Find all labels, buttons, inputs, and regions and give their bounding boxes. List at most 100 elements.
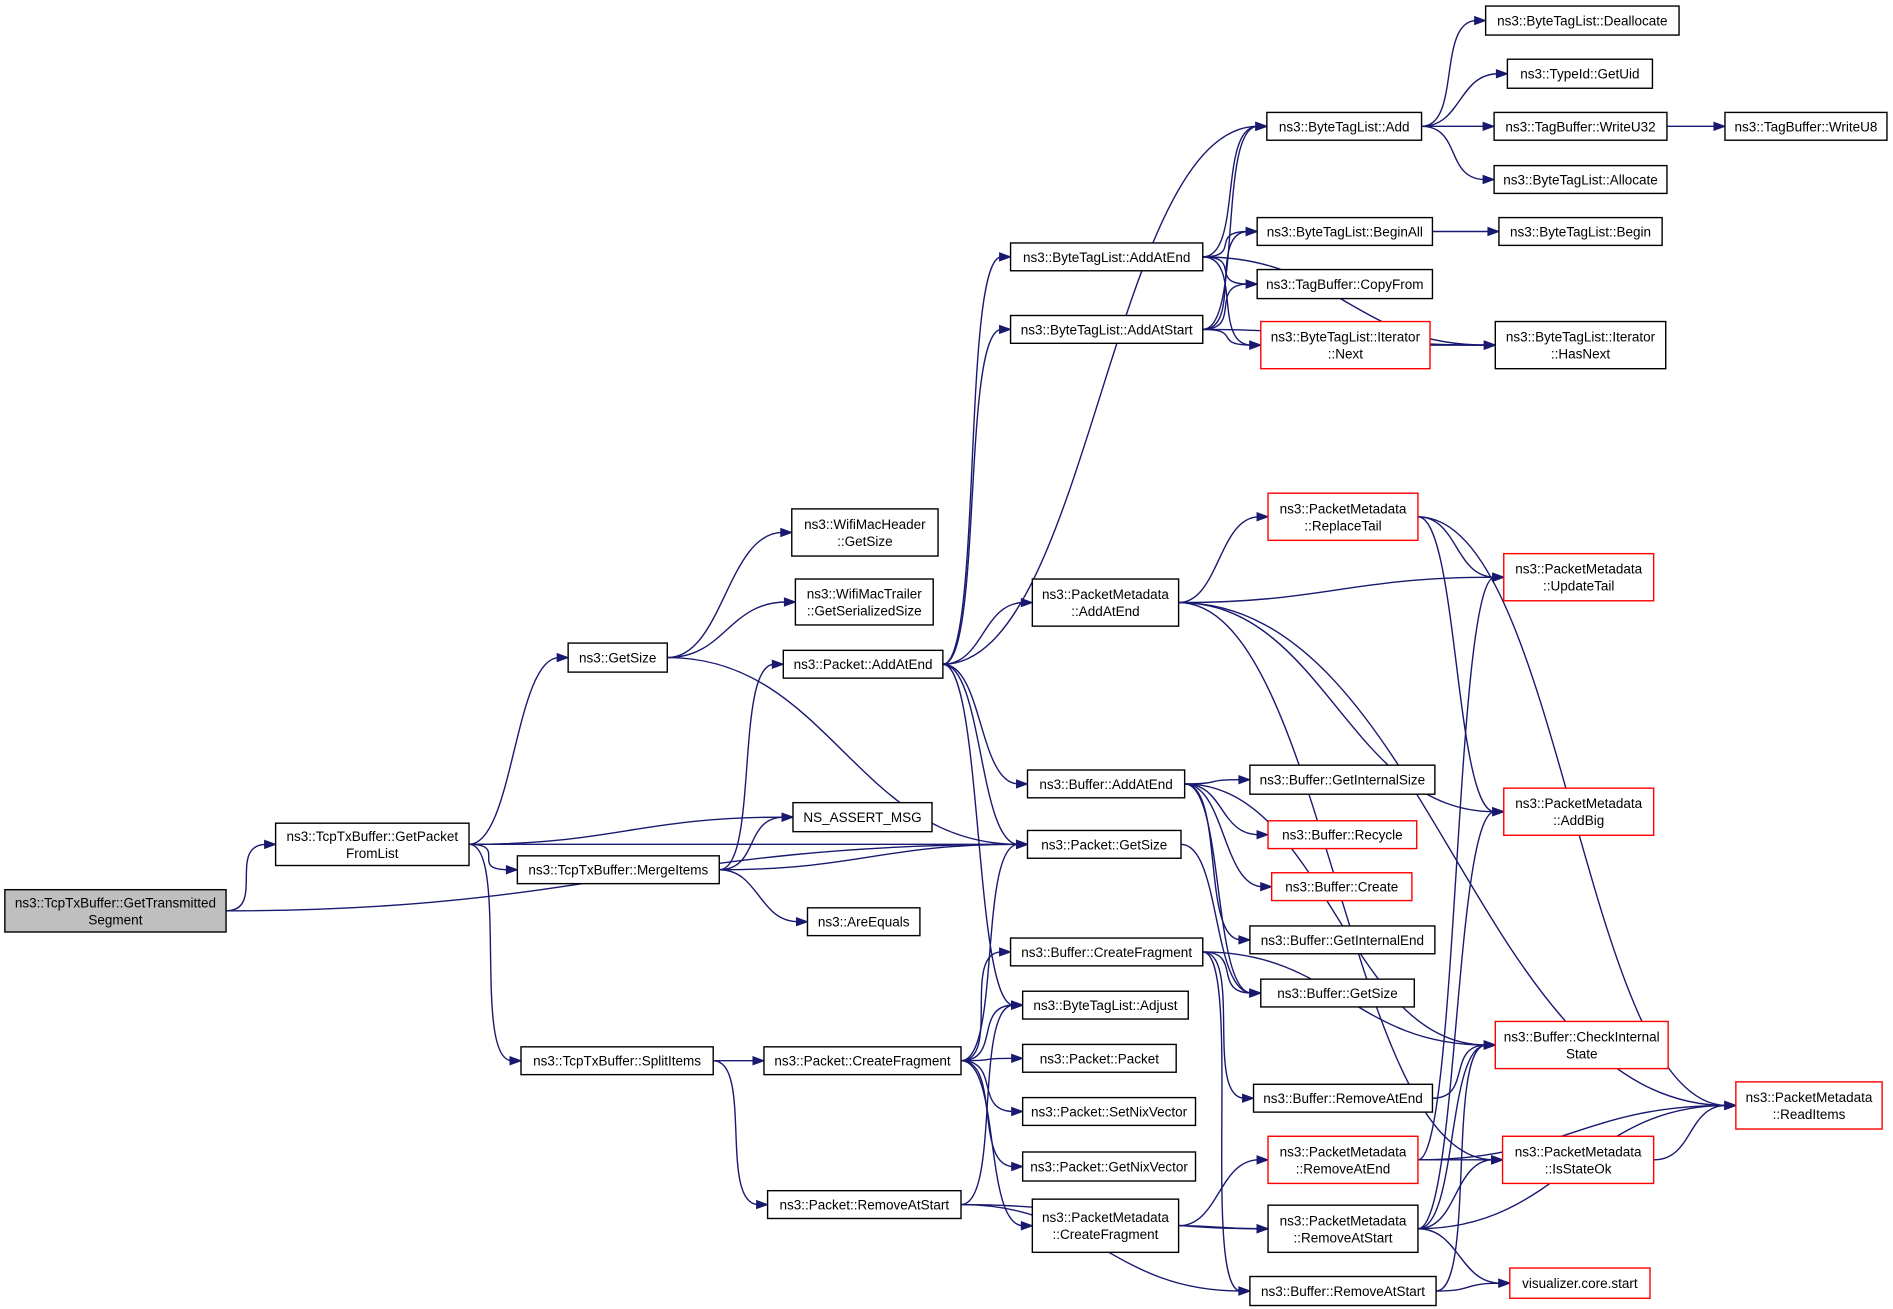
edge-pmremoveatend-to-pmupdatetail [1417, 576, 1495, 1161]
node-packetpacket-box [1021, 1043, 1177, 1073]
arrowhead-btladdatstart-to-btliternext [1249, 340, 1263, 350]
node-wifimactrailer-label-0: ns3::WifiMacTrailer [807, 586, 923, 601]
edge-bufferremoveatstart-to-buffercheckinternal [1435, 1044, 1487, 1292]
arrowhead-packetremoveatstart-to-btladjust [1011, 1000, 1025, 1010]
node-pmupdatetail-label-1: ::UpdateTail [1543, 579, 1614, 594]
node-visualizerstart[interactable]: visualizer.core.start [1509, 1267, 1651, 1299]
arrowhead-btlbeginall-to-btlbegin [1487, 226, 1501, 237]
node-pmreaditems-label-0: ns3::PacketMetadata [1746, 1090, 1873, 1105]
node-btlbegin[interactable]: ns3::ByteTagList::Begin [1498, 216, 1663, 247]
node-pmaddbig-box [1503, 787, 1655, 836]
node-pmremoveatend[interactable]: ns3::PacketMetadata::RemoveAtEnd [1267, 1135, 1419, 1185]
arrowhead-btladd-to-btlallocate [1482, 174, 1496, 185]
node-wifimacheader-box [791, 508, 939, 557]
node-assertmsg-label-0: NS_ASSERT_MSG [803, 810, 921, 825]
node-btldeallocate[interactable]: ns3::ByteTagList::Deallocate [1484, 5, 1680, 36]
node-getsize-box [567, 642, 668, 673]
node-splititems[interactable]: ns3::TcpTxBuffer::SplitItems [520, 1046, 714, 1076]
node-createfragment[interactable]: ns3::Packet::CreateFragment [763, 1046, 962, 1076]
edge-btladd-to-btlallocate [1421, 125, 1486, 181]
edge-pmreplacetail-to-pmaddbig [1417, 516, 1495, 813]
edge-bufferaddatend-to-bufferrecycle [1184, 783, 1260, 836]
arrowhead-btladd-to-typeidgetuid [1495, 69, 1509, 79]
node-root-box [4, 888, 227, 933]
node-tbwriteu8[interactable]: ns3::TagBuffer::WriteU8 [1724, 111, 1888, 141]
arrowhead-getsize-to-wifimacheader [780, 527, 794, 538]
node-wifimactrailer[interactable]: ns3::WifiMacTrailer::GetSerializedSize [794, 578, 934, 626]
node-btladdatend[interactable]: ns3::ByteTagList::AddAtEnd [1009, 242, 1204, 272]
edge-pmremoveatstart-to-buffercheckinternal [1417, 1044, 1487, 1230]
node-buffergetsize[interactable]: ns3::Buffer::GetSize [1260, 978, 1416, 1008]
arrowhead-packetaddatend-to-pmaddatend [1020, 597, 1034, 608]
node-wifimacheader-label-0: ns3::WifiMacHeader [804, 517, 926, 532]
node-wifimacheader[interactable]: ns3::WifiMacHeader::GetSize [791, 508, 939, 557]
node-bufferremoveatstart[interactable]: ns3::Buffer::RemoveAtStart [1249, 1275, 1437, 1307]
node-btlhasnext[interactable]: ns3::ByteTagList::Iterator::HasNext [1494, 320, 1667, 370]
node-bufferrecycle[interactable]: ns3::Buffer::Recycle [1267, 820, 1418, 850]
arrowhead-createfragment-to-pmcreatefragment [1020, 1221, 1034, 1231]
edge-btladd-to-typeidgetuid [1421, 73, 1499, 128]
node-pmupdatetail[interactable]: ns3::PacketMetadata::UpdateTail [1503, 552, 1655, 602]
node-packetpacket[interactable]: ns3::Packet::Packet [1021, 1043, 1177, 1073]
node-btliternext[interactable]: ns3::ByteTagList::Iterator::Next [1260, 320, 1431, 370]
node-packetgetsize-label-0: ns3::Packet::GetSize [1041, 837, 1167, 852]
node-btlallocate[interactable]: ns3::ByteTagList::Allocate [1493, 164, 1668, 195]
node-pmreaditems[interactable]: ns3::PacketMetadata::ReadItems [1735, 1081, 1883, 1130]
node-btlbeginall[interactable]: ns3::ByteTagList::BeginAll [1256, 216, 1434, 247]
node-mergeitems[interactable]: ns3::TcpTxBuffer::MergeItems [516, 855, 720, 885]
node-pmcreatefragment-box [1031, 1198, 1180, 1254]
node-packetremoveatstart[interactable]: ns3::Packet::RemoveAtStart [766, 1189, 962, 1220]
node-tbcopyfrom[interactable]: ns3::TagBuffer::CopyFrom [1256, 268, 1434, 300]
edge-btladdatstart-to-btliternext [1202, 328, 1252, 346]
node-buffercreate[interactable]: ns3::Buffer::Create [1270, 872, 1413, 902]
arrowhead-btladdatstart-to-btlbeginall [1245, 226, 1259, 237]
node-btladjust[interactable]: ns3::ByteTagList::Adjust [1021, 990, 1189, 1020]
node-typeidgetuid-box [1506, 58, 1654, 89]
edge-mergeitems-to-packetgetsize [719, 843, 1019, 871]
node-buffergetinternalsize-label-0: ns3::Buffer::GetInternalSize [1260, 773, 1426, 788]
node-buffergetinternalsize[interactable]: ns3::Buffer::GetInternalSize [1249, 764, 1436, 795]
function-nodes: ns3::TcpTxBuffer::GetTransmittedSegmentn… [4, 5, 1888, 1307]
node-pmisstateok[interactable]: ns3::PacketMetadata::IsStateOk [1501, 1135, 1655, 1185]
node-pmreplacetail[interactable]: ns3::PacketMetadata::ReplaceTail [1267, 492, 1419, 542]
arrowhead-bufferremoveatstart-to-buffercheckinternal [1483, 1040, 1497, 1050]
node-getnixvector[interactable]: ns3::Packet::GetNixVector [1021, 1151, 1197, 1182]
node-buffergetinternalend-box [1249, 925, 1436, 955]
node-pmaddatend-box [1031, 578, 1180, 627]
node-btladdatend-label-0: ns3::ByteTagList::AddAtEnd [1023, 250, 1190, 265]
node-buffercreatefragment-box [1009, 937, 1204, 967]
node-pmaddatend[interactable]: ns3::PacketMetadata::AddAtEnd [1031, 578, 1180, 627]
node-buffergetinternalend[interactable]: ns3::Buffer::GetInternalEnd [1249, 925, 1436, 955]
node-pmaddbig[interactable]: ns3::PacketMetadata::AddBig [1503, 787, 1655, 836]
node-btladdatstart[interactable]: ns3::ByteTagList::AddAtStart [1009, 314, 1204, 345]
node-btladdatstart-box [1009, 314, 1204, 345]
node-typeidgetuid[interactable]: ns3::TypeId::GetUid [1506, 58, 1654, 89]
node-buffercreatefragment[interactable]: ns3::Buffer::CreateFragment [1009, 937, 1204, 967]
node-setnixvector[interactable]: ns3::Packet::SetNixVector [1021, 1096, 1197, 1127]
node-btlallocate-box [1493, 164, 1668, 195]
node-typeidgetuid-label-0: ns3::TypeId::GetUid [1520, 67, 1639, 82]
node-bufferrecycle-box [1267, 820, 1418, 850]
node-getsize[interactable]: ns3::GetSize [567, 642, 668, 673]
edge-btladdatstart-to-btladd [1202, 125, 1258, 331]
edge-getsize-to-packetgetsize [667, 656, 1019, 846]
arrowhead-mergeitems-to-packetaddatend [771, 659, 785, 669]
node-pmcreatefragment[interactable]: ns3::PacketMetadata::CreateFragment [1031, 1198, 1180, 1254]
node-bufferaddatend[interactable]: ns3::Buffer::AddAtEnd [1026, 769, 1186, 799]
node-setnixvector-label-0: ns3::Packet::SetNixVector [1031, 1105, 1188, 1120]
node-bufferremoveatend[interactable]: ns3::Buffer::RemoveAtEnd [1252, 1083, 1434, 1113]
edge-createfragment-to-setnixvector [961, 1060, 1014, 1113]
node-btladd[interactable]: ns3::ByteTagList::Add [1266, 111, 1423, 141]
node-packetaddatend[interactable]: ns3::Packet::AddAtEnd [782, 649, 944, 679]
arrowhead-pmcreatefragment-to-pmremoveatstart [1256, 1224, 1270, 1234]
node-areequals[interactable]: ns3::AreEquals [806, 907, 921, 937]
arrowhead-packetaddatend-to-bufferaddatend [1015, 779, 1029, 789]
node-pmupdatetail-box [1503, 552, 1655, 602]
node-packetgetsize[interactable]: ns3::Packet::GetSize [1026, 829, 1182, 859]
node-tbwriteu32[interactable]: ns3::TagBuffer::WriteU32 [1493, 111, 1668, 141]
node-pmremoveatstart[interactable]: ns3::PacketMetadata::RemoveAtStart [1267, 1204, 1419, 1254]
node-assertmsg[interactable]: NS_ASSERT_MSG [792, 801, 933, 833]
